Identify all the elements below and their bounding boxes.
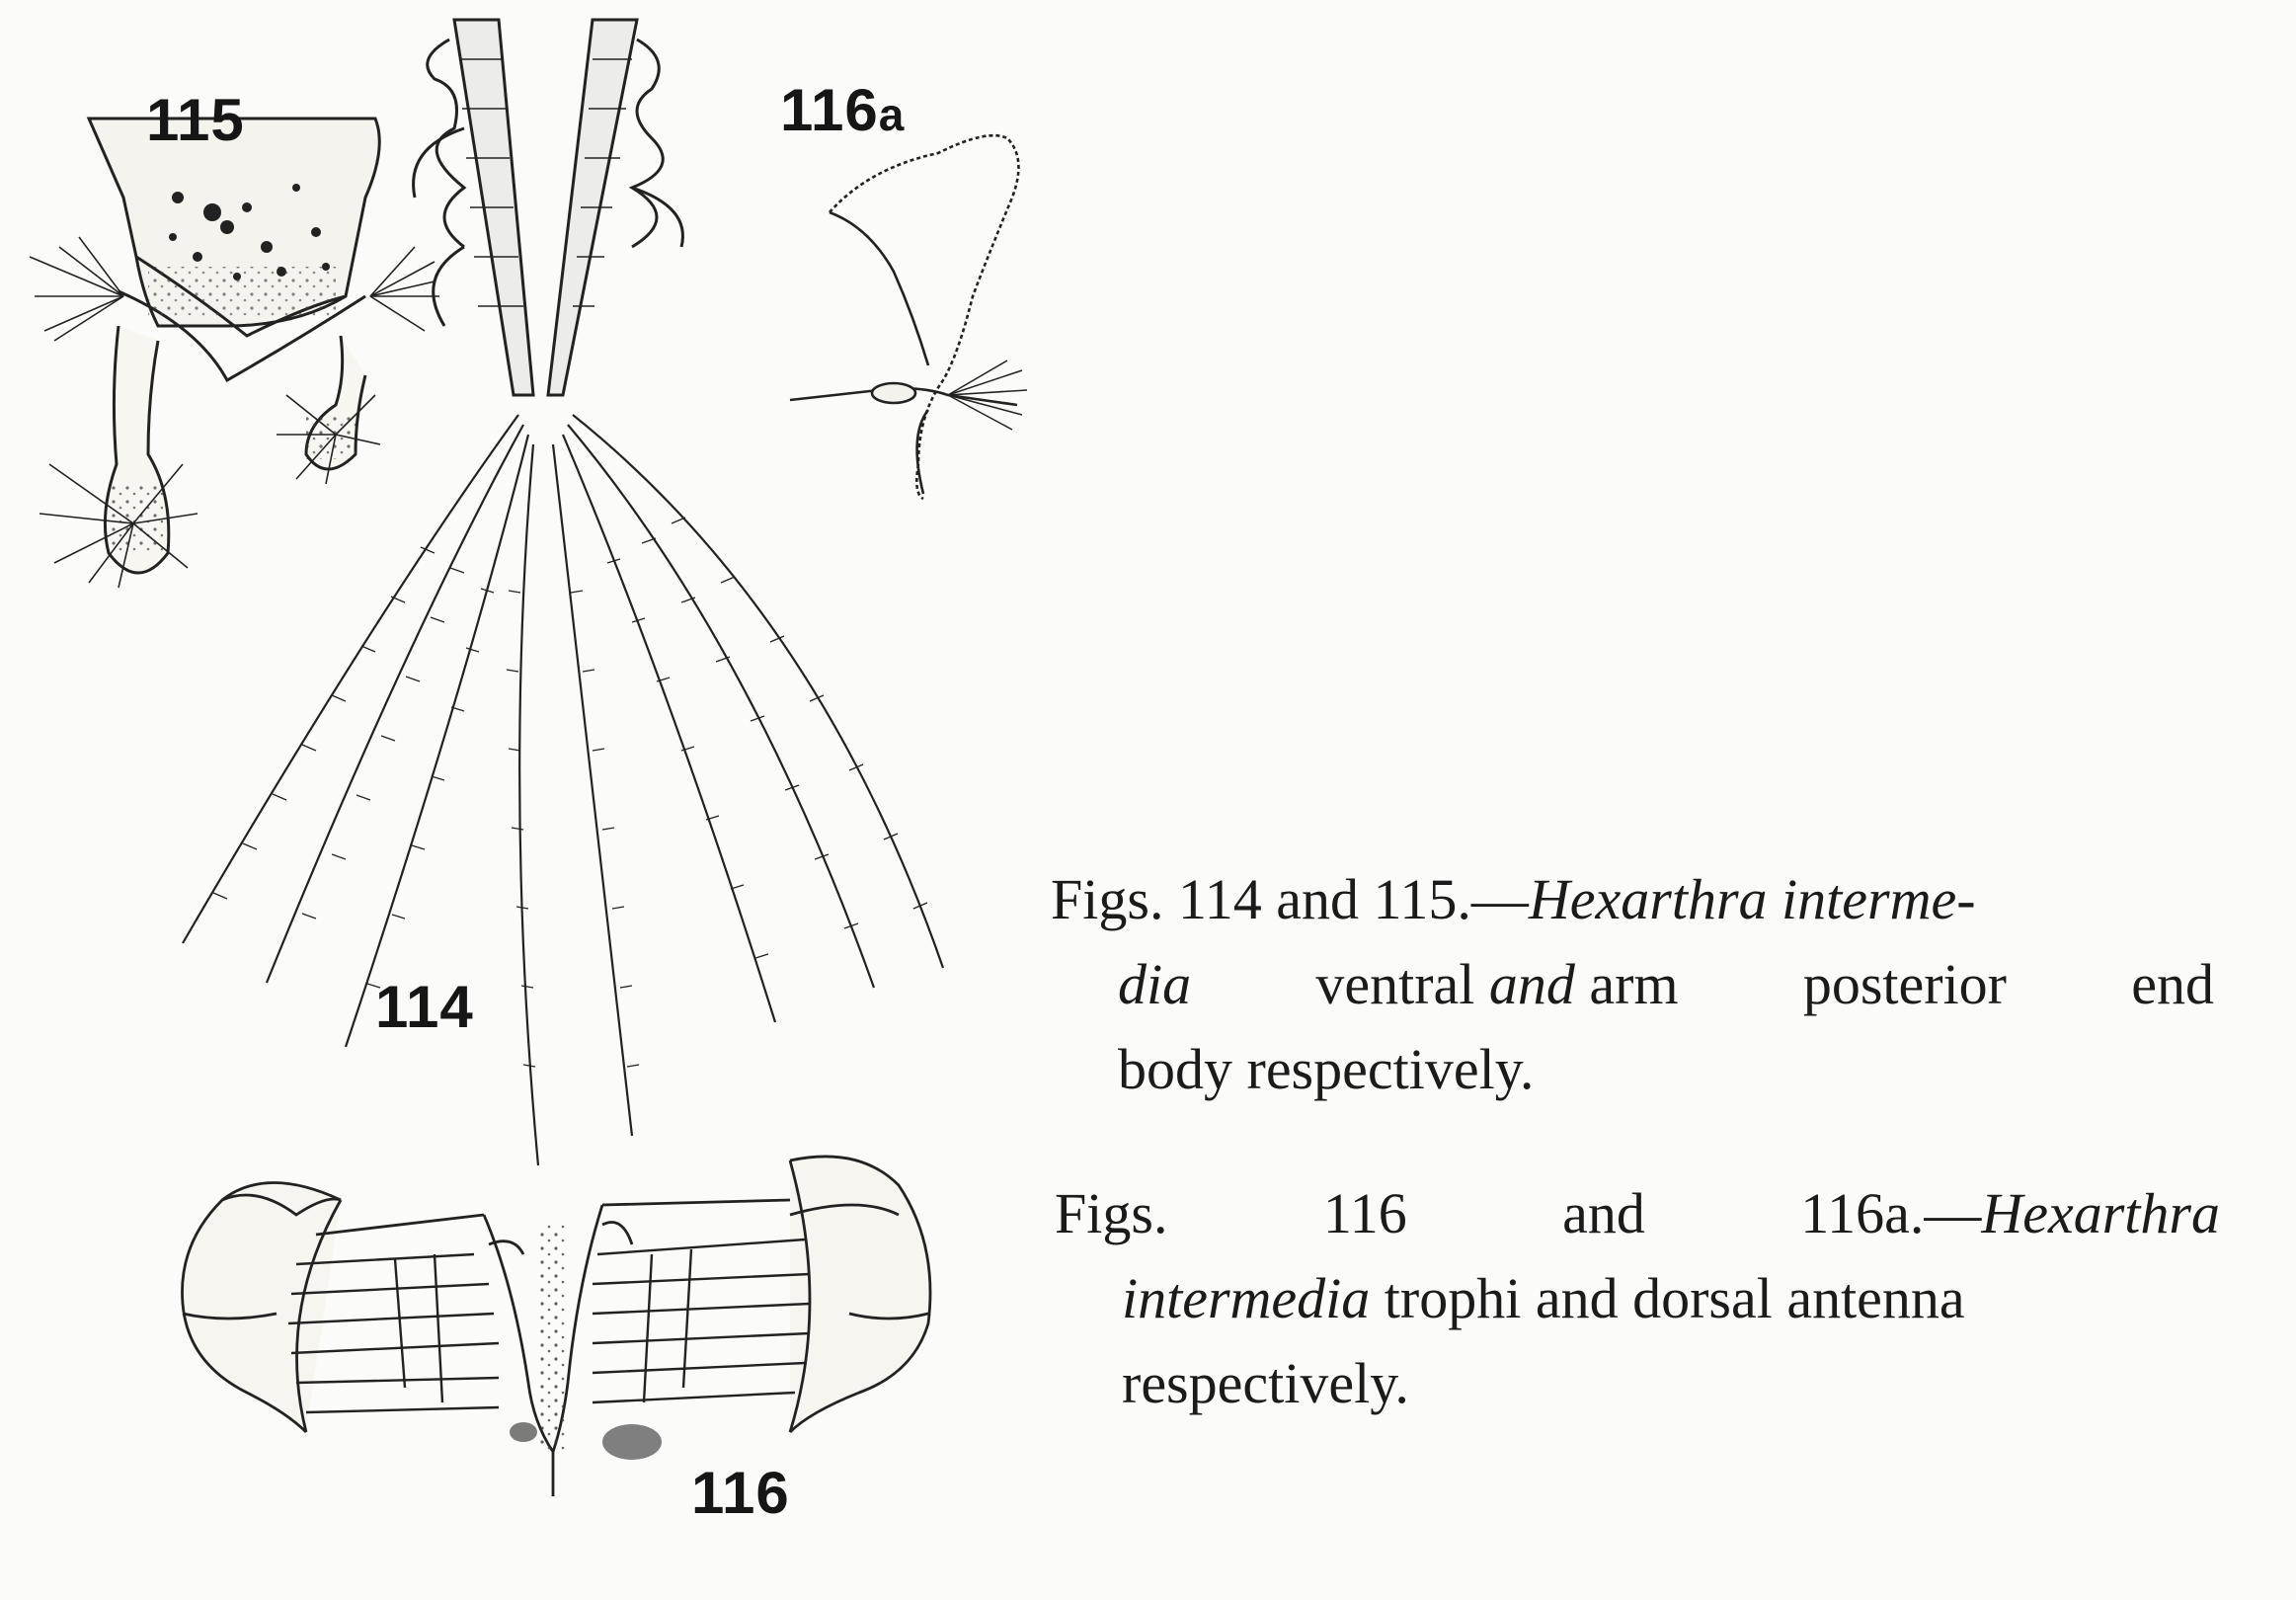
figure-label-116a: 116a bbox=[780, 81, 905, 140]
caption-1-taxon-part-a: Hexarthra interme- bbox=[1528, 867, 1976, 931]
caption-1-line-3: body respectively. bbox=[1118, 1037, 1535, 1101]
caption-1-ventral: ventral bbox=[1315, 952, 1475, 1016]
fig-115-drawing bbox=[29, 117, 439, 589]
caption-1-posterior: posterior bbox=[1802, 952, 2007, 1016]
caption-1-taxon-part-b: dia bbox=[1118, 952, 1192, 1016]
caption-2-line-2: intermedia trophi and dorsal antenna bbox=[1055, 1256, 2240, 1341]
caption-2-116: 116 bbox=[1322, 1181, 1407, 1245]
figure-label-116a-number: 116 bbox=[780, 77, 879, 143]
caption-1-arm: arm bbox=[1589, 952, 1679, 1016]
caption-figs-116-116a: Figs. 116 and 116a.—Hexarthra intermedia tr… bbox=[1055, 1171, 2240, 1426]
caption-1-line-1: Figs. 114 and 115.—Hexarthra interme- bbox=[1051, 857, 2236, 942]
fig-116a-drawing bbox=[789, 133, 1028, 501]
caption-2-taxon-part-a: Hexarthra bbox=[1981, 1181, 2220, 1245]
caption-2-and: and bbox=[1562, 1181, 1645, 1245]
caption-2-rest: trophi and dorsal antenna bbox=[1384, 1266, 1965, 1330]
figure-label-114: 114 bbox=[375, 974, 474, 1040]
caption-2-line-3: respectively. bbox=[1122, 1351, 1409, 1415]
caption-figs-114-115: Figs. 114 and 115.—Hexarthra interme- di… bbox=[1051, 857, 2236, 1112]
caption-2-line-1: Figs. 116 and 116a.—Hexarthra bbox=[1055, 1171, 2240, 1256]
caption-1-ventral-and-arm: ventral and arm bbox=[1315, 942, 1678, 1027]
fig-114-drawing bbox=[182, 18, 945, 1166]
caption-2-figs: Figs. bbox=[1055, 1181, 1168, 1245]
fig-116-drawing bbox=[181, 1155, 932, 1496]
caption-2-116a: 116a.— bbox=[1800, 1181, 1982, 1245]
caption-2-taxon-part-b: intermedia bbox=[1122, 1266, 1371, 1330]
caption-1-end: end bbox=[2131, 952, 2214, 1016]
caption-1-lead: Figs. 114 and 115.— bbox=[1051, 867, 1529, 931]
caption-1-and: and bbox=[1488, 952, 1575, 1016]
caption-1-line-2: dia ventral and arm posterior end bbox=[1051, 942, 2236, 1027]
figure-label-116a-suffix: a bbox=[878, 89, 906, 140]
figure-label-115: 115 bbox=[146, 87, 245, 153]
caption-2-116a-taxon: 116a.—Hexarthra bbox=[1800, 1171, 2220, 1256]
figure-label-116: 116 bbox=[691, 1460, 790, 1526]
